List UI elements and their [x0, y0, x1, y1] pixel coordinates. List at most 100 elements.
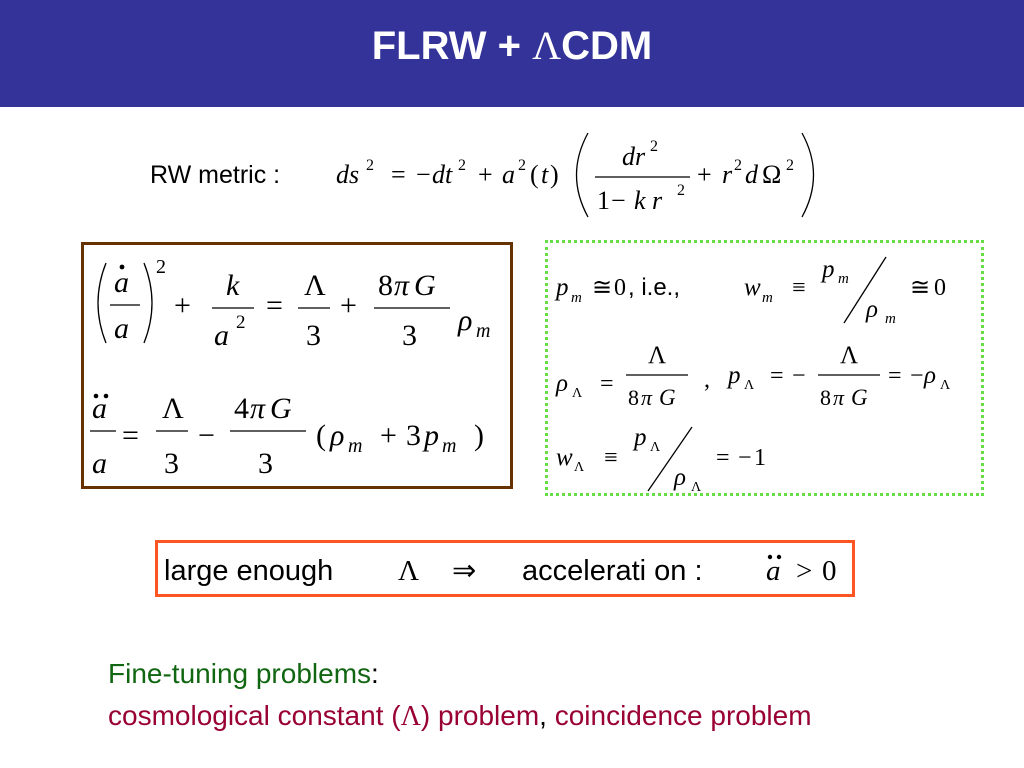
svg-text:k: k — [226, 269, 240, 302]
svg-text:d: d — [745, 160, 759, 189]
svg-text:2: 2 — [156, 256, 166, 278]
svg-text:=: = — [716, 445, 730, 471]
svg-text:a: a — [114, 312, 129, 345]
svg-text:+: + — [380, 419, 397, 452]
svg-text:0: 0 — [614, 275, 626, 301]
svg-text:p: p — [554, 274, 569, 301]
svg-text:r: r — [722, 160, 733, 189]
svg-text:G: G — [270, 392, 292, 425]
svg-text:p: p — [726, 362, 741, 389]
svg-text:π: π — [641, 385, 653, 410]
slide-title: FLRW + ΛCDM — [371, 23, 653, 68]
svg-text:k r: k r — [634, 186, 663, 215]
svg-text:a: a — [214, 319, 229, 352]
svg-text:,: , — [704, 367, 710, 393]
rw-metric-equation: RW metric : ds 2 = − dt 2 + a 2 ( t ) dr… — [150, 132, 815, 218]
svg-text:2: 2 — [677, 182, 685, 199]
svg-text:t: t — [541, 160, 549, 189]
acceleration-text-b: accelerati on : — [522, 555, 703, 587]
svg-text:0: 0 — [934, 275, 946, 301]
svg-text:0: 0 — [822, 555, 837, 587]
svg-text:−: − — [738, 445, 752, 471]
svg-text:Λ: Λ — [398, 555, 419, 587]
equation-of-state-equations: p m ≅ 0 , i.e., w m ≡ p m ρ m ≅ 0 ρ Λ = … — [554, 256, 951, 493]
svg-text:Λ: Λ — [162, 392, 184, 425]
svg-text:−: − — [611, 186, 626, 215]
svg-text:): ) — [474, 419, 484, 452]
svg-text:3: 3 — [402, 319, 417, 352]
svg-text:=: = — [266, 289, 283, 322]
svg-text:π: π — [250, 392, 266, 425]
svg-text:dr: dr — [622, 142, 646, 171]
svg-text:ρ: ρ — [673, 464, 686, 491]
acceleration-text-a: large enough — [164, 555, 333, 587]
svg-text:−: − — [910, 363, 924, 389]
svg-text:Λ: Λ — [840, 342, 858, 369]
equation-of-state-box — [545, 240, 984, 496]
friedmann-equations-box — [81, 242, 513, 489]
svg-text:G: G — [851, 385, 868, 410]
svg-text:G: G — [414, 269, 436, 302]
title-bar — [0, 0, 1024, 107]
svg-text:Λ: Λ — [650, 440, 661, 455]
svg-text:+: + — [478, 160, 493, 189]
svg-text:=: = — [391, 160, 406, 189]
friedmann-equations: a a 2 + k a 2 = Λ 3 + 8 π G 3 ρ m a a = … — [90, 256, 490, 480]
svg-text:3: 3 — [406, 419, 421, 452]
ie-text: , i.e., — [628, 274, 680, 301]
svg-text:3: 3 — [258, 447, 273, 480]
fine-tuning-problems: cosmological constant (Λ) problem, coinc… — [108, 700, 812, 732]
svg-text:=: = — [888, 363, 902, 389]
svg-text:m: m — [442, 435, 456, 457]
svg-text:Λ: Λ — [648, 342, 666, 369]
svg-text:Λ: Λ — [691, 480, 702, 493]
svg-text:=: = — [122, 419, 139, 452]
svg-text:8: 8 — [820, 385, 831, 410]
svg-text:(: ( — [316, 419, 326, 452]
acceleration-condition: large enough Λ ⇒ accelerati on : a > 0 — [164, 554, 837, 587]
svg-text:(: ( — [530, 160, 539, 189]
svg-text:2: 2 — [650, 138, 658, 155]
svg-text:−: − — [198, 419, 215, 452]
svg-text:>: > — [796, 555, 812, 587]
svg-text:8: 8 — [378, 269, 393, 302]
svg-text:2: 2 — [786, 157, 794, 174]
svg-text:Ω: Ω — [762, 160, 781, 189]
svg-text:m: m — [348, 435, 362, 457]
svg-text:a: a — [92, 447, 107, 480]
svg-text:≡: ≡ — [792, 275, 806, 301]
svg-text:2: 2 — [458, 157, 466, 174]
svg-text:ρ: ρ — [865, 296, 878, 323]
svg-text:): ) — [550, 160, 559, 189]
svg-text:a: a — [502, 160, 515, 189]
svg-text:2: 2 — [366, 157, 374, 174]
svg-text:m: m — [885, 311, 896, 327]
svg-text:Λ: Λ — [572, 386, 583, 401]
svg-text:1: 1 — [597, 186, 610, 215]
svg-text:≅: ≅ — [592, 275, 612, 301]
svg-text:Λ: Λ — [940, 378, 951, 393]
svg-text:⇒: ⇒ — [452, 555, 476, 587]
svg-text:1: 1 — [754, 445, 766, 471]
svg-text:8: 8 — [628, 385, 639, 410]
fine-tuning-heading: Fine-tuning problems: — [108, 658, 379, 689]
svg-text:Λ: Λ — [744, 378, 755, 393]
svg-text:G: G — [659, 385, 676, 410]
svg-text:m: m — [838, 271, 849, 287]
svg-text:p: p — [422, 419, 439, 452]
rw-metric-label: RW metric : — [150, 161, 280, 189]
svg-text:π: π — [394, 269, 410, 302]
svg-text:=: = — [600, 371, 614, 397]
svg-text:ρ: ρ — [457, 304, 472, 337]
acceleration-condition-box — [155, 540, 855, 597]
svg-text:m: m — [476, 320, 490, 342]
svg-text:−: − — [416, 160, 431, 189]
svg-text:ρ: ρ — [923, 362, 936, 389]
svg-text:≡: ≡ — [604, 445, 618, 471]
svg-text:−: − — [792, 363, 806, 389]
svg-text:dt: dt — [432, 160, 453, 189]
svg-text:ρ: ρ — [555, 370, 568, 397]
svg-text:a: a — [766, 555, 781, 587]
svg-text:+: + — [340, 289, 357, 322]
svg-text:ρ: ρ — [329, 419, 344, 452]
